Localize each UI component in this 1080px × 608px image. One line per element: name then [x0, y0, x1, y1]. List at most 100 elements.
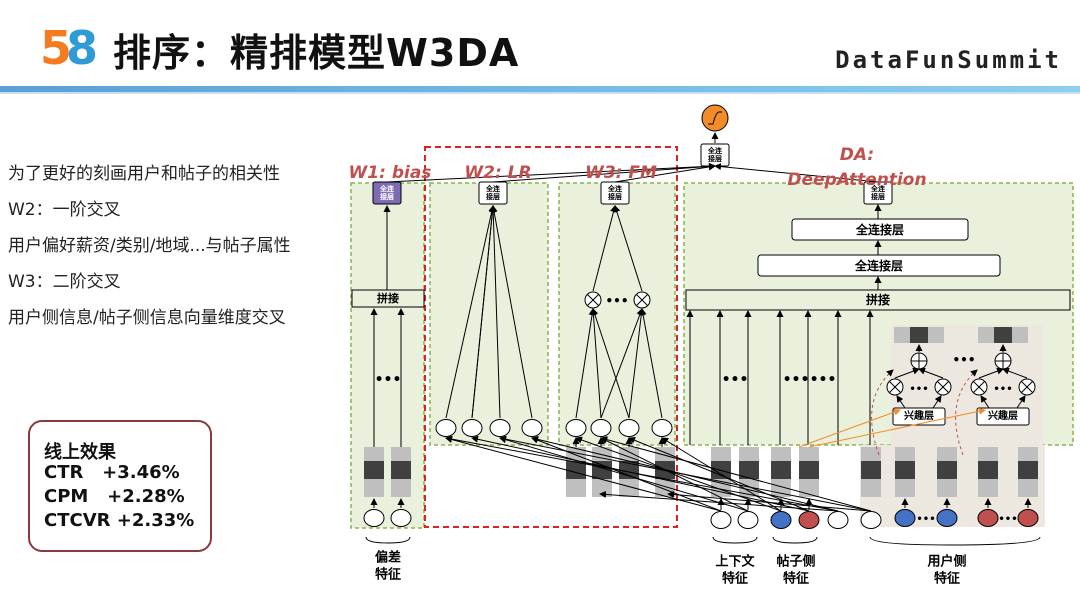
label-post-features: 帖子侧特征 [776, 553, 815, 586]
user-attn-2-arrow-interest-cross [1016, 395, 1026, 409]
fan-arrow-input-to-node [499, 435, 872, 512]
label-da: DA: [840, 145, 874, 165]
da-concat-label: 拼接 [866, 292, 890, 307]
feature-input-node [798, 511, 820, 529]
da-fc-layer-2-label: 全连接层 [854, 258, 903, 273]
w1-embed-2-dark [391, 461, 411, 479]
shared-embed-dark [566, 461, 586, 479]
user-embed-dark [895, 461, 915, 479]
user-attn-1-cross-node-1-stroke [889, 381, 901, 393]
arrow-input-to-shared-embed [667, 491, 872, 512]
metric-ctcvr: CTCVR +2.33% [44, 510, 194, 531]
arrow-to-top-fc [714, 163, 879, 183]
description-line: W3：二阶交叉 [8, 272, 121, 292]
metric-value: +2.28% [107, 486, 185, 507]
feature-input-node [827, 511, 849, 529]
feature-input-node [770, 511, 792, 529]
user-attn-1-arrow-interest-cross [896, 395, 906, 409]
da-embed-dark [861, 461, 881, 479]
metric-cpm: CPM +2.28% [44, 486, 185, 507]
user-attn-1-cross-node-2-stroke [937, 381, 949, 393]
da-ellipsis-3: ••• [810, 372, 837, 388]
header-divider [0, 86, 1080, 92]
da-embed-dark [771, 461, 791, 479]
fan-arrow-input-to-node [499, 436, 749, 512]
brand-logo-text: DataFunSummit [835, 46, 1062, 74]
user-embed-dark [937, 461, 957, 479]
fan-arrow-input-to-node [600, 436, 872, 512]
w3-panel [558, 182, 676, 446]
user-attn-1-arrow-cross1-sum [894, 367, 920, 379]
user-attn-2-cross-node-1-stroke [973, 381, 985, 393]
user-attn-1-arrow-cross2-sum [918, 367, 944, 379]
description-line: 用户侧信息/帖子侧信息向量维度交叉 [8, 308, 286, 328]
user-attn-2-arrow-cross2-sum [1002, 367, 1028, 379]
user-input-ellipsis: ••• [916, 514, 935, 525]
online-results-box: 线上效果 CTR +3.46% CPM +2.28% CTCVR +2.33% [28, 420, 212, 552]
user-input-node [894, 509, 916, 527]
w2-fc-layer-label: 全连接层 [485, 184, 501, 201]
w1-fc-layer-label: 全连接层 [379, 184, 395, 201]
metric-value: +3.46% [102, 462, 180, 483]
label-w1: W1: bias [349, 163, 432, 183]
fan-arrow-input-to-node [445, 436, 722, 512]
w3-cross-node-stroke [587, 294, 599, 306]
label-w2: W2: LR [464, 163, 531, 183]
description-line: 用户偏好薪资/类别/地域...与帖子属性 [8, 236, 291, 256]
arrow-w3-node-cross [575, 308, 596, 419]
da-embed-dark [799, 461, 819, 479]
w2-node [489, 419, 511, 437]
arrow-w2-node-fc-extra [471, 205, 496, 419]
fan-arrow-input-to-node [661, 437, 782, 512]
w1-embed-1-dark [364, 461, 384, 479]
user-input-ellipsis: ••• [998, 514, 1017, 525]
metric-value: +2.33% [116, 510, 195, 531]
feature-input-node [737, 511, 759, 529]
user-attn-2-cross-ellipsis: ••• [993, 384, 1012, 395]
label-w3: W3: FM [585, 163, 657, 183]
arrow-input-to-shared-embed [599, 490, 839, 512]
description-line: 为了更好的刻画用户和帖子的相关性 [8, 164, 280, 184]
header-divider-shadow [0, 92, 1080, 94]
arrow-w3-node-cross [639, 308, 663, 419]
fan-arrow-input-to-node [445, 435, 839, 512]
arrow-to-top-fc [492, 162, 716, 183]
user-attn-2-arrow-interest-cross [980, 395, 990, 409]
arrow-w3-node-cross [600, 308, 644, 419]
metric-name: CTCVR [44, 510, 111, 531]
da-embed-dark [739, 461, 759, 479]
label-user-features: 用户侧特征 [926, 553, 966, 586]
w2-node [435, 419, 457, 437]
user-attn-2-interest-layer [976, 407, 1030, 426]
metric-name: CTR [44, 462, 84, 483]
w3-cross-ellipsis: ••• [605, 294, 628, 308]
da-ellipsis-1: ••• [722, 372, 749, 388]
user-attn-1-arrow-interest-cross [932, 395, 942, 409]
w3-fc-layer-label: 全连接层 [607, 184, 623, 201]
user-attn-1-output-embed-dark [910, 327, 928, 343]
user-attn-1-interest-layer-label: 兴趣层 [904, 409, 934, 422]
feature-input-node [710, 511, 732, 529]
w3-node [565, 419, 587, 437]
w2-node [461, 419, 483, 437]
da-fc-layer-1-label: 全连接层 [855, 222, 904, 237]
svg-text:5: 5 [40, 22, 72, 72]
user-attn-2-arrow-cross1-sum [978, 367, 1004, 379]
bias-brace [365, 536, 411, 544]
w3-cross-node-stroke [636, 294, 648, 306]
user-brace [869, 536, 1041, 546]
feature-input-node [860, 511, 882, 529]
w1-ellipsis: ••• [375, 372, 402, 388]
label-deepattention: DeepAttention [787, 170, 926, 190]
arrow-w3-node-cross [628, 308, 645, 419]
orange-arrow-post-to-interest [798, 408, 901, 448]
w2-w3-red-frame [424, 146, 678, 528]
w1-concat [351, 289, 425, 308]
user-input-node [977, 509, 999, 527]
user-attn-2-attention-curve [955, 369, 978, 456]
user-attn-ellipsis: ••• [952, 353, 975, 367]
user-attn-1-cross-ellipsis: ••• [909, 384, 928, 395]
description-line: W2：一阶交叉 [8, 200, 121, 220]
da-ellipsis-2: ••• [783, 372, 810, 388]
arrow-w2-node-fc [490, 205, 533, 419]
